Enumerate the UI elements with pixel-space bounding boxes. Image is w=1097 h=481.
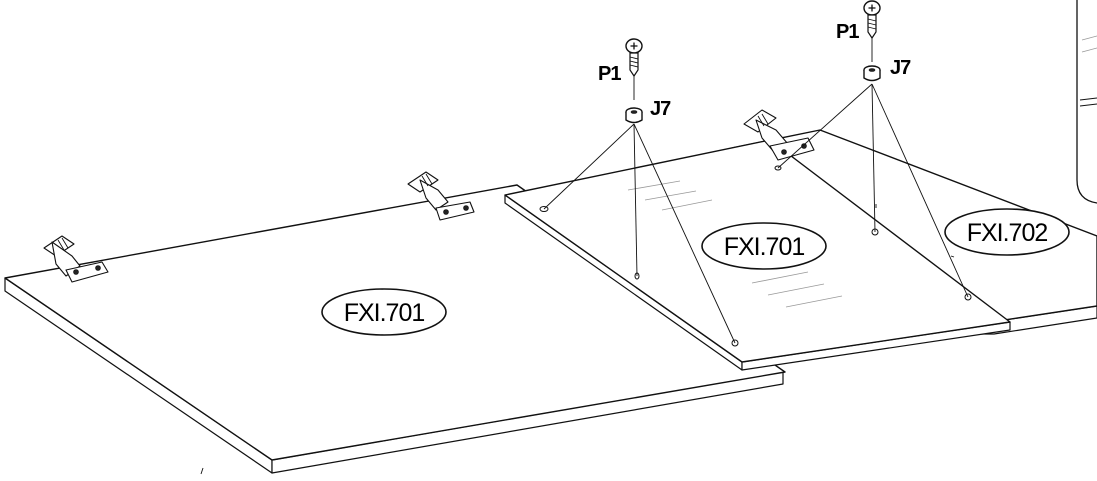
label-panel-glass: FXI.701: [701, 222, 827, 270]
cap-j7: [625, 107, 643, 124]
part-label-j7: J7: [650, 98, 671, 120]
part-label-j7: J7: [890, 57, 911, 79]
label-panel-large: FXI.701: [321, 288, 447, 336]
hinge: [743, 109, 815, 161]
label-panel-right: FXI.702: [944, 208, 1070, 256]
cabinet-fragment: [1076, 0, 1097, 204]
stray-mark: [200, 467, 204, 475]
screw-p1: [863, 0, 881, 62]
screw-p1: [625, 38, 643, 100]
leader-lines-1: [543, 123, 736, 344]
leader-lines-2: [777, 83, 969, 298]
hinge: [407, 171, 475, 221]
panel-code-right: FXI.702: [967, 219, 1048, 247]
glass-reflection-marks: [627, 180, 843, 308]
cap-j7: [863, 65, 881, 82]
hinge: [43, 235, 109, 283]
part-label-p1: P1: [836, 21, 859, 43]
panel-code-large: FXI.701: [344, 299, 425, 327]
part-label-p1: P1: [598, 63, 621, 85]
panel-code-glass: FXI.701: [724, 233, 805, 261]
